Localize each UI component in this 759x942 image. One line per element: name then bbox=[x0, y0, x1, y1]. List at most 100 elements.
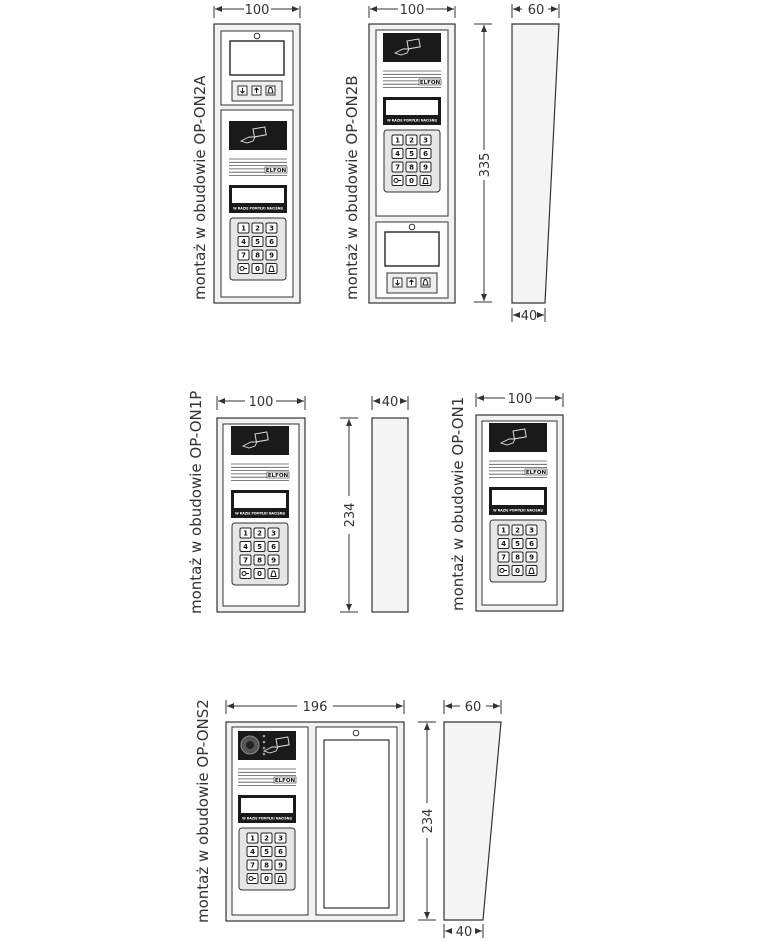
caption-op-ons2: montaż w obudowie OP-ONS2 bbox=[194, 699, 212, 923]
card-reader-window bbox=[231, 426, 289, 455]
key-label: 6 bbox=[278, 848, 283, 856]
display-caption: W RAZIE POMYŁKI NACIŚNIJ bbox=[235, 511, 285, 516]
key-0 bbox=[405, 175, 418, 186]
hand-icon bbox=[241, 441, 258, 449]
key-label: 5 bbox=[264, 848, 269, 856]
key-9 bbox=[265, 249, 278, 261]
button-row-on2a bbox=[237, 85, 276, 96]
display-caption: W RAZIE POMYŁKI NACIŚNIJ bbox=[233, 206, 283, 211]
dimension-on1p-width: 100 bbox=[216, 395, 306, 410]
key-9 bbox=[267, 554, 280, 566]
key-7 bbox=[246, 859, 259, 871]
key-label: 4 bbox=[241, 238, 246, 246]
brand-logo-text: ELFON bbox=[420, 80, 441, 86]
display-screen bbox=[492, 490, 544, 505]
hand-icon bbox=[239, 136, 256, 144]
key-label: 9 bbox=[271, 557, 276, 565]
key-label: 5 bbox=[409, 150, 414, 158]
key-label: 3 bbox=[278, 835, 283, 843]
key-label: 3 bbox=[423, 137, 428, 145]
hand-icon bbox=[393, 48, 410, 56]
card-icon bbox=[275, 736, 290, 748]
display-screen bbox=[232, 188, 284, 203]
key-8 bbox=[253, 554, 266, 566]
key-label: 0 bbox=[515, 567, 520, 575]
dim-label-ons2-width: 196 bbox=[303, 700, 328, 715]
brand-logo bbox=[273, 776, 297, 784]
dimension-side-short-bottom: 40 bbox=[443, 924, 484, 940]
display-caption: W RAZIE POMYŁKI NACIŚNIJ bbox=[242, 816, 292, 821]
side-profile-tall: 60 40 bbox=[511, 3, 560, 324]
caption-op-on1p: montaż w obudowie OP-ON1P bbox=[187, 391, 205, 614]
key-4 bbox=[239, 541, 252, 552]
key-5 bbox=[405, 148, 418, 159]
key-1 bbox=[497, 524, 510, 536]
key-label: 8 bbox=[257, 557, 262, 565]
key-4 bbox=[391, 148, 404, 159]
key-0 bbox=[260, 873, 273, 884]
key-1 bbox=[239, 527, 252, 539]
display-screen bbox=[241, 798, 293, 813]
dimension-ons2-height: 234 bbox=[418, 721, 436, 921]
card-reader-window bbox=[229, 121, 287, 150]
card-icon bbox=[406, 38, 421, 50]
hand-icon bbox=[499, 438, 516, 446]
key-label: 7 bbox=[501, 554, 506, 562]
key-9 bbox=[274, 859, 287, 871]
key-2 bbox=[511, 524, 524, 536]
key-label: 9 bbox=[269, 252, 274, 260]
dimension-on2b-height: 335 bbox=[474, 23, 493, 303]
dimension-on2b-width: 100 bbox=[368, 3, 456, 18]
key-label: 8 bbox=[409, 164, 414, 172]
key-label: 8 bbox=[515, 554, 520, 562]
name-window bbox=[384, 231, 440, 267]
dim-label-ons2-height: 234 bbox=[421, 809, 436, 834]
key-label: 8 bbox=[255, 252, 260, 260]
key-label: 6 bbox=[423, 150, 428, 158]
key-label: 9 bbox=[423, 164, 428, 172]
key-8 bbox=[405, 161, 418, 173]
key-label: 3 bbox=[271, 530, 276, 538]
brand-logo-text: ELFON bbox=[526, 470, 547, 476]
key-3 bbox=[274, 832, 287, 844]
display-screen bbox=[386, 100, 438, 115]
key-2 bbox=[405, 134, 418, 146]
dimension-ons2-width: 196 bbox=[225, 700, 405, 715]
key-5 bbox=[260, 846, 273, 857]
key-label: 5 bbox=[257, 543, 262, 551]
key-label: 2 bbox=[255, 225, 260, 233]
key-label: 2 bbox=[409, 137, 414, 145]
bell-icon bbox=[270, 570, 277, 577]
key-label: 4 bbox=[243, 543, 248, 551]
nameplate-window bbox=[323, 739, 390, 909]
key-label: 4 bbox=[250, 848, 255, 856]
key-label: 1 bbox=[250, 835, 255, 843]
button-row-on2b bbox=[392, 277, 431, 288]
key-9 bbox=[525, 551, 538, 563]
key-label: 2 bbox=[515, 527, 520, 535]
caption-op-on1: montaż w obudowie OP-ON1 bbox=[449, 397, 467, 611]
bell-icon bbox=[528, 567, 535, 574]
key-label: 0 bbox=[257, 570, 262, 578]
dim-label-side-box-depth: 40 bbox=[382, 395, 399, 410]
key-label: 3 bbox=[269, 225, 274, 233]
key-8 bbox=[251, 249, 264, 261]
key-label: 5 bbox=[255, 238, 260, 246]
dimension-on1-width: 100 bbox=[475, 392, 564, 407]
key-9 bbox=[419, 161, 432, 173]
key-label: 9 bbox=[529, 554, 534, 562]
dim-label-side-short-bottom: 40 bbox=[456, 925, 473, 940]
key-7 bbox=[497, 551, 510, 563]
brand-logo bbox=[266, 471, 290, 479]
key-label: 7 bbox=[241, 252, 246, 260]
key-label: 0 bbox=[409, 177, 414, 185]
key-label: 7 bbox=[395, 164, 400, 172]
dim-label-on2b-height: 335 bbox=[478, 153, 493, 178]
key-2 bbox=[253, 527, 266, 539]
caption-op-on2b: montaż w obudowie OP-ON2B bbox=[343, 75, 361, 300]
key-8 bbox=[260, 859, 273, 871]
key-label: 1 bbox=[395, 137, 400, 145]
key-label: 2 bbox=[257, 530, 262, 538]
